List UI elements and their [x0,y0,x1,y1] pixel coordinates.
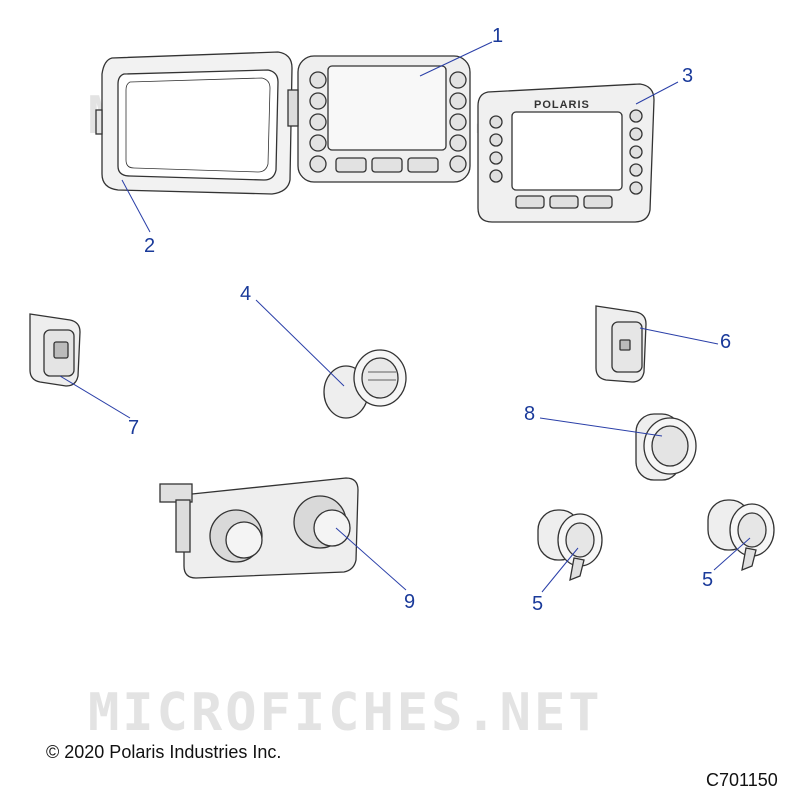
leader-line-2 [121,179,151,233]
callout-7: 7 [128,417,140,439]
leader-line-5b [713,537,751,571]
brand-mark-polaris: POLARIS [534,99,590,111]
callout-3: 3 [682,65,694,87]
callout-5-right: 5 [702,569,714,591]
part-5-power-outlet-left [537,509,603,582]
copyright-notice: © 2020 Polaris Industries Inc. [46,742,282,762]
leader-line-4 [255,299,345,387]
part-3-front-bezel [477,83,655,223]
leader-line-9 [335,527,407,591]
callout-2: 2 [144,235,156,257]
part-2-bezel-frame [95,51,293,195]
part-1-display [287,55,471,183]
leader-line-6 [639,327,719,345]
part-6-switch [595,305,647,383]
callout-9: 9 [404,591,416,613]
part-7-rocker-switch [29,313,81,387]
leader-lines [59,41,751,593]
callout-5-left: 5 [532,593,544,615]
leader-line-3 [635,81,679,105]
leader-line-5a [541,547,579,593]
callout-1: 1 [492,25,504,47]
leader-line-8 [539,417,663,437]
watermark-bottom: MICROFICHES.NET [88,683,603,743]
leader-line-7 [59,375,131,419]
diagram-code: C701150 [706,770,778,790]
callout-8: 8 [524,403,536,425]
part-5-power-outlet-right [707,499,775,572]
callout-6: 6 [720,331,732,353]
callout-4: 4 [240,283,252,305]
part-9-knob-panel [159,477,359,579]
leader-line-1 [419,41,493,77]
part-4-knob [323,349,407,419]
part-8-power-socket [635,413,697,481]
